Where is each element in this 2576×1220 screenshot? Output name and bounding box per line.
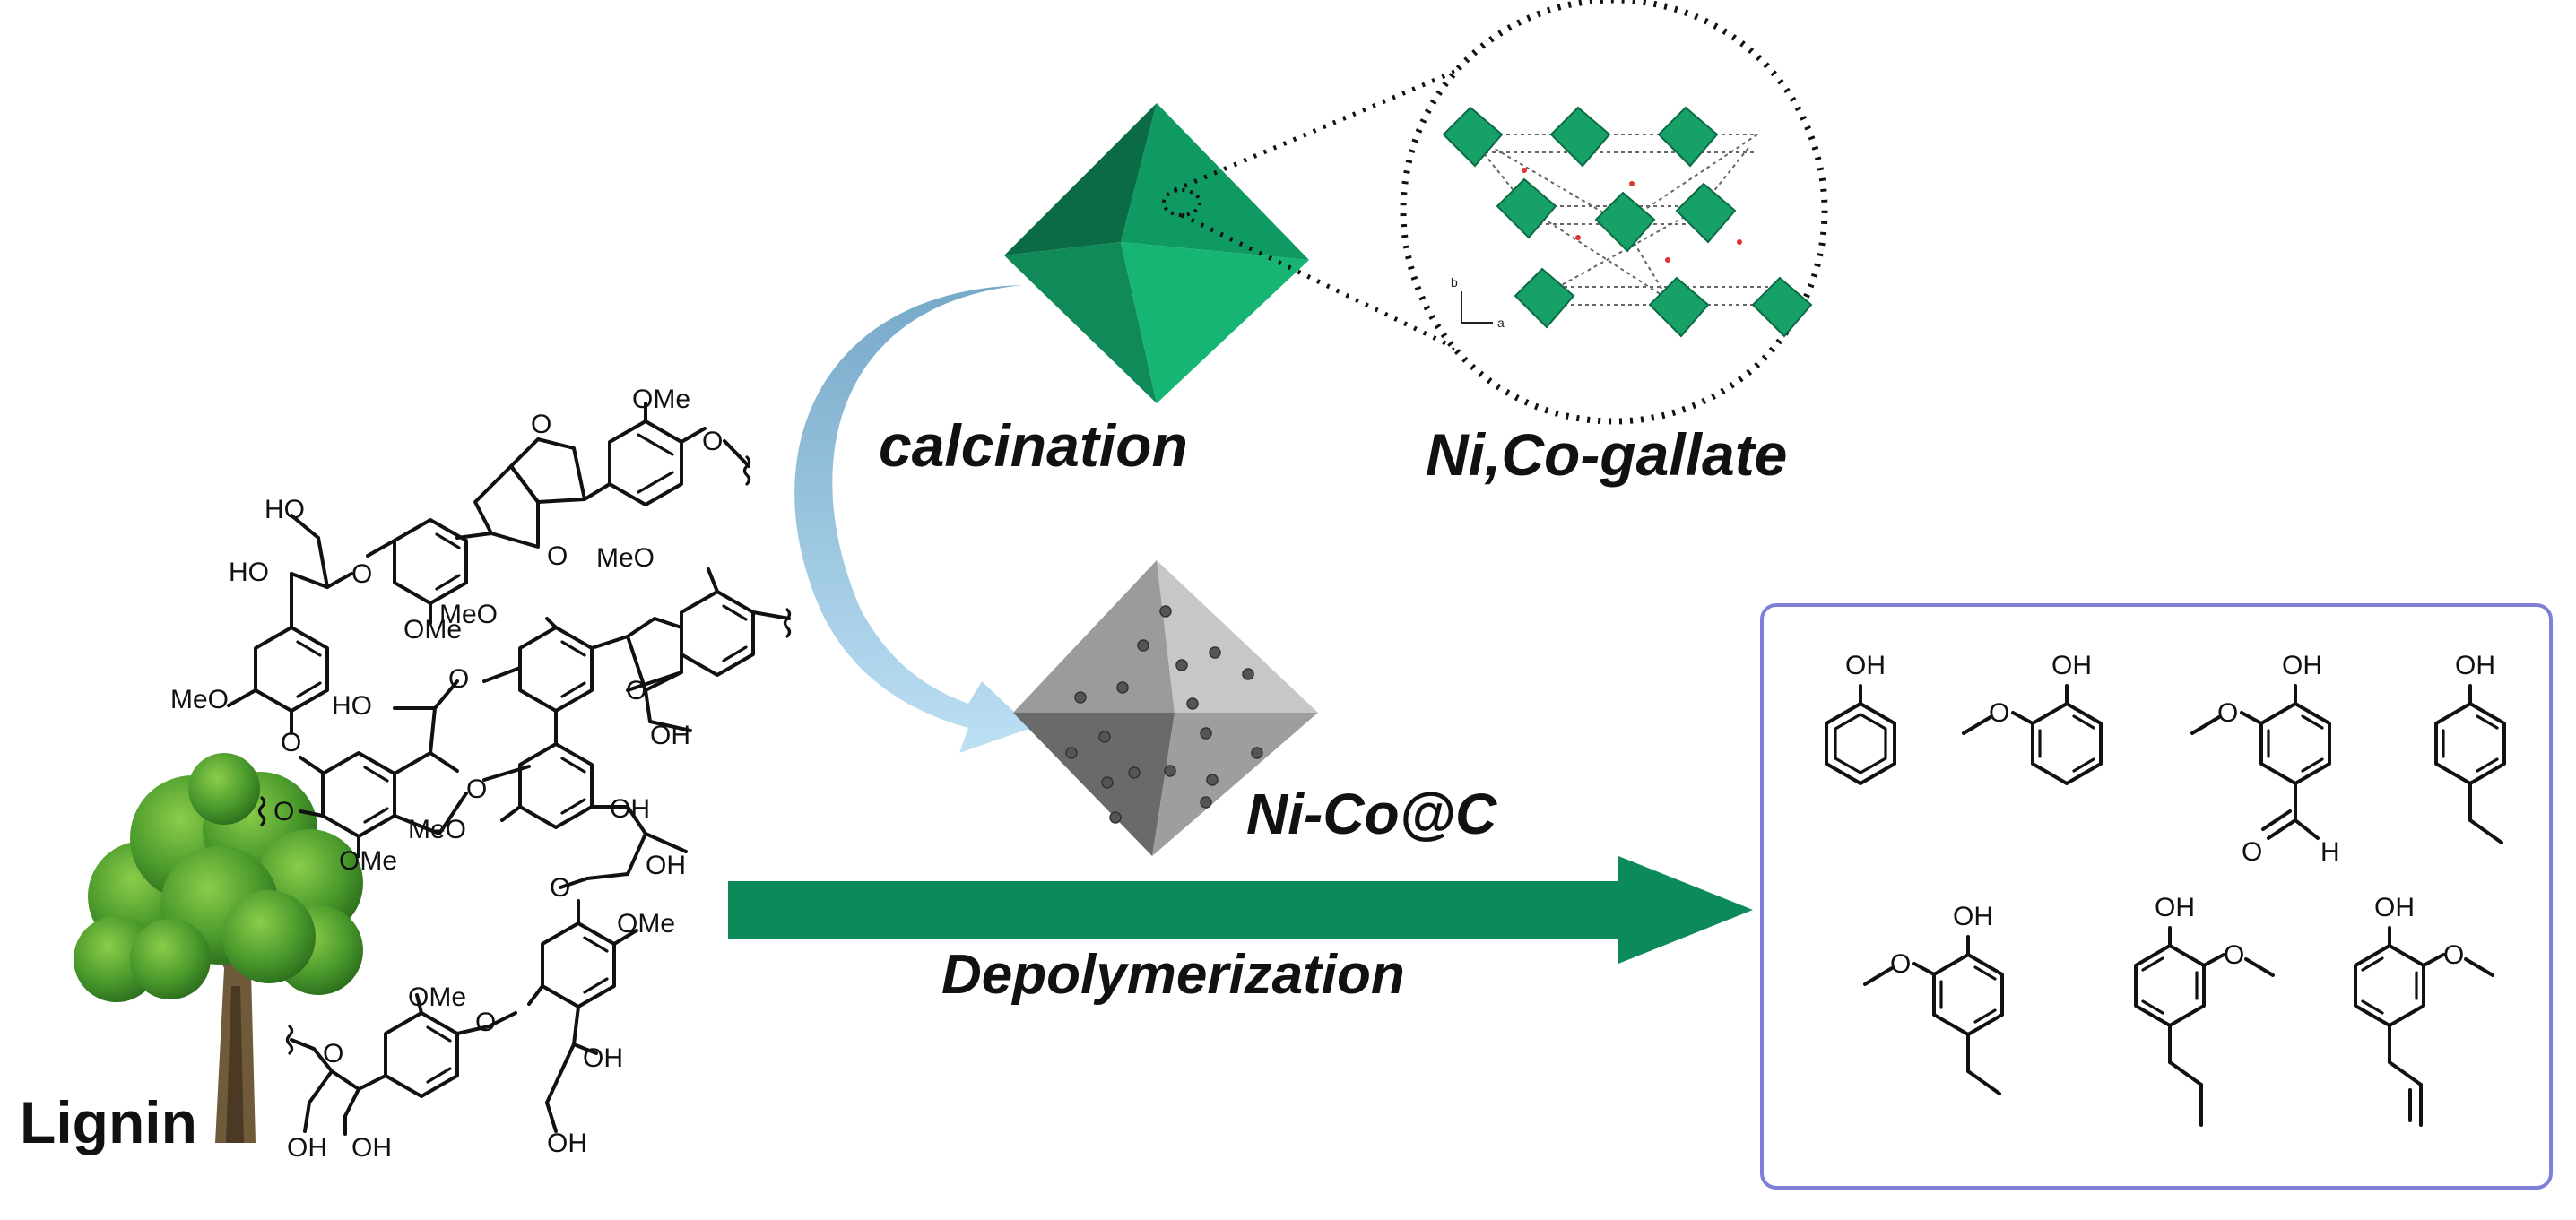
label-ho-1: HO xyxy=(265,495,305,524)
label-ome-1: OMe xyxy=(632,385,690,414)
label-o-8: O xyxy=(626,676,646,705)
product-4-ethylphenol xyxy=(2434,684,2506,844)
ni-co-c-label: Ni-Co@C xyxy=(1246,782,1497,846)
gallate-octahedron xyxy=(1004,103,1309,403)
label-o-6: O xyxy=(448,664,469,694)
depolymerization-arrow xyxy=(728,856,1753,964)
vanillin-h: H xyxy=(2320,837,2340,867)
phenol-oh: OH xyxy=(1845,651,1886,680)
propylguaiacol-oh: OH xyxy=(2155,893,2195,922)
vanillin-oh: OH xyxy=(2282,651,2322,680)
label-o-2: O xyxy=(531,410,551,439)
product-vanillin xyxy=(2190,684,2331,840)
product-4-propylguaiacol xyxy=(2134,926,2275,1127)
calcination-arrow xyxy=(794,285,1031,753)
label-oh-5: OH xyxy=(547,1129,587,1158)
ethylphenol-oh: OH xyxy=(2455,651,2495,680)
label-o-7: O xyxy=(466,774,487,804)
gallate-label: Ni,Co-gallate xyxy=(1426,421,1787,488)
label-ome-2: OMe xyxy=(403,615,462,645)
label-o-9: O xyxy=(273,797,294,826)
label-ho-3: HO xyxy=(332,691,372,721)
vanillin-o-aldehyde: O xyxy=(2242,837,2262,867)
crystal-structure: b a xyxy=(1442,106,1813,338)
label-ome-4: OMe xyxy=(617,909,675,939)
lignin-label: Lignin xyxy=(20,1089,197,1155)
product-4-ethylguaiacol xyxy=(1863,935,2004,1095)
label-o-1: O xyxy=(702,427,723,456)
label-oh-2: OH xyxy=(610,794,650,824)
label-oh-3: OH xyxy=(646,851,686,880)
label-oh-7: OH xyxy=(351,1133,392,1163)
label-meo-1: MeO xyxy=(596,543,655,573)
label-o-12: O xyxy=(323,1039,343,1069)
eugenol-o: O xyxy=(2443,940,2464,970)
product-guaiacol xyxy=(1962,684,2103,785)
vanillin-o-methoxy: O xyxy=(2217,698,2238,728)
label-o-3: O xyxy=(547,541,568,571)
depolymerization-label: Depolymerization xyxy=(941,944,1405,1006)
label-meo-4: MeO xyxy=(408,815,466,844)
calcination-label: calcination xyxy=(879,412,1188,479)
label-ome-3: OMe xyxy=(339,846,397,876)
product-eugenol xyxy=(2354,926,2494,1127)
label-oh-1: OH xyxy=(650,721,690,750)
guaiacol-o: O xyxy=(1989,698,2009,728)
ni-co-c-octahedron xyxy=(1013,560,1318,856)
lignin-structure xyxy=(227,402,792,1136)
label-oh-4: OH xyxy=(583,1043,623,1073)
axis-a-label: a xyxy=(1497,316,1505,330)
label-o-4: O xyxy=(351,559,372,589)
eugenol-oh: OH xyxy=(2374,893,2415,922)
label-ho-2: HO xyxy=(229,558,269,587)
label-meo-2: MeO xyxy=(439,600,498,629)
label-oh-6: OH xyxy=(287,1133,327,1163)
tree-illustration xyxy=(74,753,363,1143)
label-o-10: O xyxy=(550,873,570,903)
label-meo-3: MeO xyxy=(170,685,229,714)
ethylguaiacol-oh: OH xyxy=(1953,902,1993,931)
product-phenol xyxy=(1825,684,1896,785)
label-o-5: O xyxy=(281,728,301,757)
propylguaiacol-o: O xyxy=(2224,940,2244,970)
ethylguaiacol-o: O xyxy=(1890,949,1911,979)
lignin-labels: OMe O O O HO HO O OMe MeO MeO MeO HO O O… xyxy=(170,385,723,1163)
products-box xyxy=(1760,603,2553,1190)
guaiacol-oh: OH xyxy=(2051,651,2092,680)
label-ome-5: OMe xyxy=(408,982,466,1012)
axis-b-label: b xyxy=(1451,275,1458,290)
label-o-11: O xyxy=(475,1008,496,1037)
